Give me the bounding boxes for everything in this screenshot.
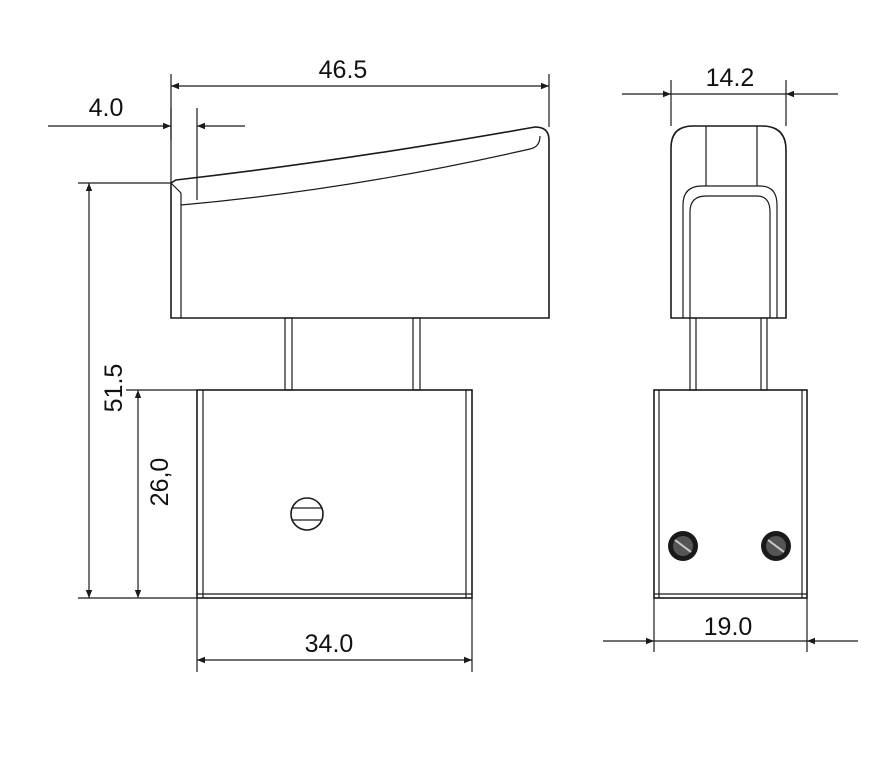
front-view: 46.5 4.0 51.5 26,0 34.0	[48, 56, 550, 672]
dim-total-height-label: 51.5	[100, 364, 128, 413]
side-view: 14.2 19.0	[603, 64, 858, 652]
dim-side-top-width-label: 14.2	[706, 64, 755, 92]
side-terminal-screw-left	[668, 531, 698, 561]
dim-side-body-width: 19.0	[603, 598, 858, 652]
side-shaft-pins	[689, 317, 768, 391]
dim-side-top-width: 14.2	[622, 64, 838, 126]
dim-body-width-label: 34.0	[305, 630, 354, 658]
dim-top-width-label: 46.5	[319, 56, 368, 84]
dim-side-body-width-label: 19.0	[704, 613, 753, 641]
side-terminal-screw-right	[761, 531, 791, 561]
dim-top-width: 46.5	[170, 56, 550, 183]
front-shaft-pins	[284, 317, 421, 391]
front-switch-body	[196, 389, 473, 599]
dim-body-height-label: 26,0	[146, 458, 174, 507]
front-trigger	[170, 126, 550, 319]
front-screw	[290, 497, 324, 531]
dim-body-height: 26,0	[126, 389, 197, 598]
dim-trigger-offset: 4.0	[48, 94, 245, 200]
side-trigger	[670, 125, 787, 319]
dim-body-width: 34.0	[196, 598, 473, 672]
side-switch-body	[653, 389, 808, 599]
dim-trigger-offset-label: 4.0	[89, 94, 124, 122]
